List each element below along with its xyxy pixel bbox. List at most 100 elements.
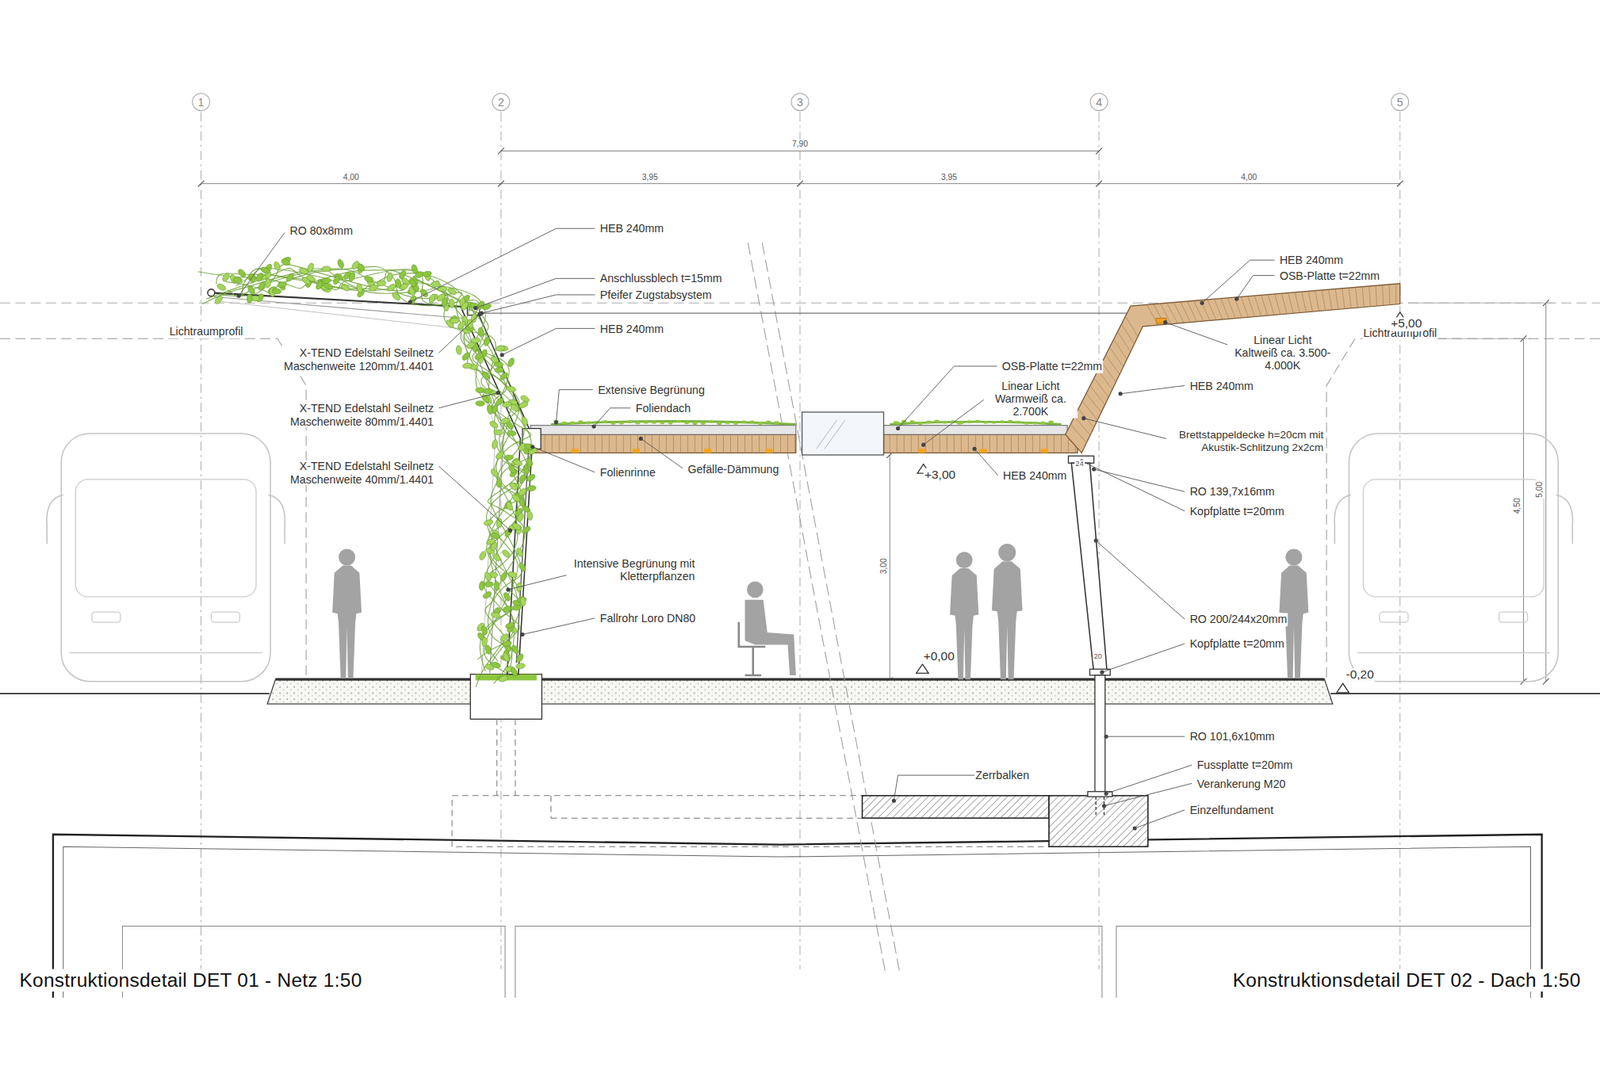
bus-window	[1362, 479, 1544, 598]
insulation	[530, 425, 797, 436]
timber-board	[1039, 434, 1041, 453]
leader-line	[238, 232, 285, 296]
sedum	[749, 420, 755, 424]
dimension-line	[1545, 302, 1547, 682]
timber-board	[1294, 292, 1300, 314]
dimension-text: 20	[1092, 653, 1103, 662]
sedum	[1040, 421, 1045, 425]
timber-board	[1308, 290, 1313, 312]
timber-board	[939, 434, 941, 453]
insulation	[884, 425, 1068, 436]
linear-light	[1041, 448, 1049, 453]
person-head	[1285, 548, 1302, 566]
linear-light	[632, 448, 640, 453]
person-head	[998, 543, 1016, 562]
leaf	[477, 326, 485, 337]
timber-board	[1094, 378, 1109, 398]
leaf	[407, 277, 418, 288]
leader-line	[1095, 540, 1185, 620]
callout-label: HEB 240mm	[1278, 253, 1345, 267]
leaf	[491, 439, 499, 450]
leaf	[264, 278, 271, 288]
tie-beam-outline	[550, 796, 552, 819]
leaf	[482, 590, 493, 601]
sedum	[724, 421, 730, 425]
leaf	[507, 570, 518, 579]
sedum	[999, 420, 1005, 424]
timber-board	[1060, 434, 1062, 453]
timber-board	[1070, 424, 1087, 443]
leader-dot	[237, 294, 242, 299]
leaf	[525, 473, 536, 483]
grid-number: 5	[1396, 95, 1405, 109]
dimension-line	[1523, 338, 1524, 682]
leaf	[321, 266, 332, 272]
leaf	[507, 463, 517, 475]
leaf	[459, 301, 470, 312]
leader-line	[522, 618, 595, 636]
leaf	[505, 621, 516, 630]
timber-board	[773, 434, 774, 453]
timber-board	[968, 434, 969, 453]
leaf	[332, 275, 341, 286]
dimension-tick	[1095, 180, 1103, 188]
extensive-green	[551, 421, 797, 425]
leaf	[390, 291, 402, 303]
callout-label: HEB 240mm	[598, 222, 665, 236]
linear-light	[765, 448, 773, 453]
leaf	[466, 318, 474, 330]
timber-board	[1234, 297, 1242, 318]
timber-board	[1025, 434, 1026, 453]
timber-board	[1288, 293, 1294, 314]
timber-board	[1328, 289, 1333, 311]
sedum	[561, 421, 567, 425]
leader-dot	[520, 632, 525, 637]
single-footing	[1048, 796, 1149, 847]
timber-board	[1342, 288, 1345, 310]
grid-bubble	[1090, 93, 1108, 112]
callout-label: OSB-Platte t=22mm	[1001, 359, 1104, 373]
leaf	[481, 637, 488, 647]
dimension-tick	[497, 148, 505, 155]
timber-board	[1221, 298, 1229, 320]
leader-dot	[639, 436, 644, 441]
timber-board	[794, 434, 796, 453]
sedum	[1048, 421, 1053, 425]
leaf	[460, 351, 471, 362]
leader-line	[532, 447, 596, 473]
leaf	[526, 458, 533, 468]
timber-board	[687, 434, 689, 453]
sedum	[700, 421, 706, 425]
steel-pipe	[1094, 675, 1106, 794]
dimension-text: 3,95	[641, 172, 660, 183]
person-body	[332, 566, 362, 679]
sedum	[667, 421, 673, 425]
timber-board	[1003, 434, 1005, 453]
anchor-bolt	[1095, 796, 1097, 816]
person-head	[338, 548, 356, 566]
leader-line	[1102, 643, 1185, 673]
dimension-tick	[497, 180, 505, 188]
timber-board	[1125, 316, 1138, 337]
leaf	[491, 552, 502, 563]
timber-board	[694, 434, 696, 453]
leaf	[363, 275, 375, 284]
dimension-tick	[1095, 148, 1103, 155]
leaf	[489, 467, 501, 479]
leaf	[510, 493, 521, 503]
leaf	[489, 532, 501, 540]
timber-board	[1348, 287, 1352, 309]
climbing-vine	[206, 267, 525, 667]
timber-board	[1247, 296, 1256, 318]
leader-dot	[891, 799, 896, 804]
timber-board	[558, 434, 560, 453]
leader-line	[1104, 783, 1193, 806]
person-body	[991, 561, 1023, 680]
timber-board	[1267, 294, 1275, 316]
leader-line	[1134, 810, 1185, 829]
sedum	[991, 421, 996, 425]
dimension-text: 4,00	[1240, 172, 1259, 183]
leaf	[499, 632, 510, 644]
leader-dot	[1234, 297, 1239, 302]
grid-bubble	[192, 93, 211, 112]
